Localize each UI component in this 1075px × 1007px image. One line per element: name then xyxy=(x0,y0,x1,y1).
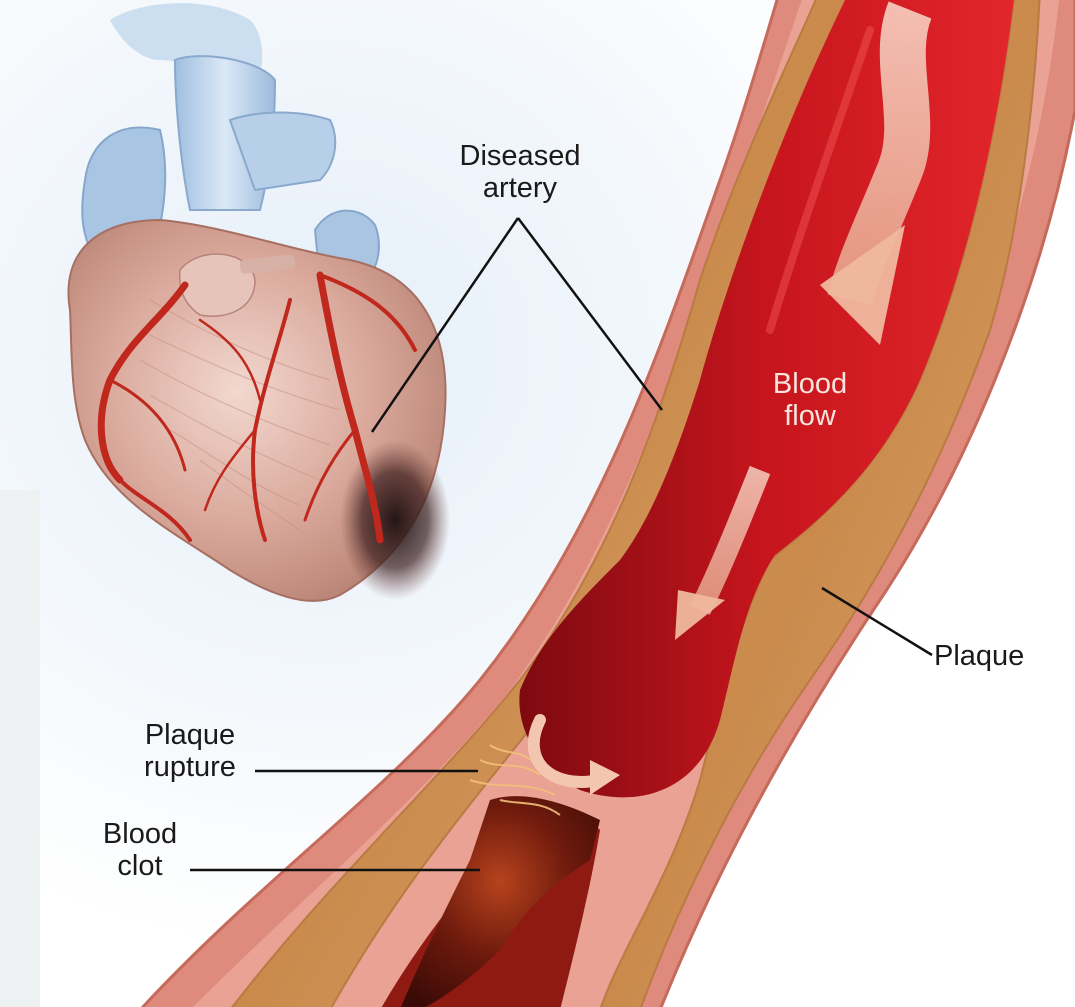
left-margin-panel xyxy=(0,490,40,1007)
label-diseased-artery-line2: artery xyxy=(440,172,600,204)
label-blood-clot-line1: Blood xyxy=(80,818,200,850)
label-diseased-artery: Diseased artery xyxy=(440,140,600,204)
label-blood-clot-line2: clot xyxy=(80,850,200,882)
label-plaque-text: Plaque xyxy=(934,640,1064,672)
label-diseased-artery-line1: Diseased xyxy=(440,140,600,172)
label-blood-flow-line2: flow xyxy=(750,400,870,432)
label-plaque: Plaque xyxy=(934,640,1064,672)
label-plaque-rupture: Plaque rupture xyxy=(110,719,270,783)
label-plaque-rupture-line1: Plaque xyxy=(110,719,270,751)
label-blood-clot: Blood clot xyxy=(80,818,200,882)
label-blood-flow: Blood flow xyxy=(750,368,870,432)
label-blood-flow-line1: Blood xyxy=(750,368,870,400)
label-plaque-rupture-line2: rupture xyxy=(110,751,270,783)
